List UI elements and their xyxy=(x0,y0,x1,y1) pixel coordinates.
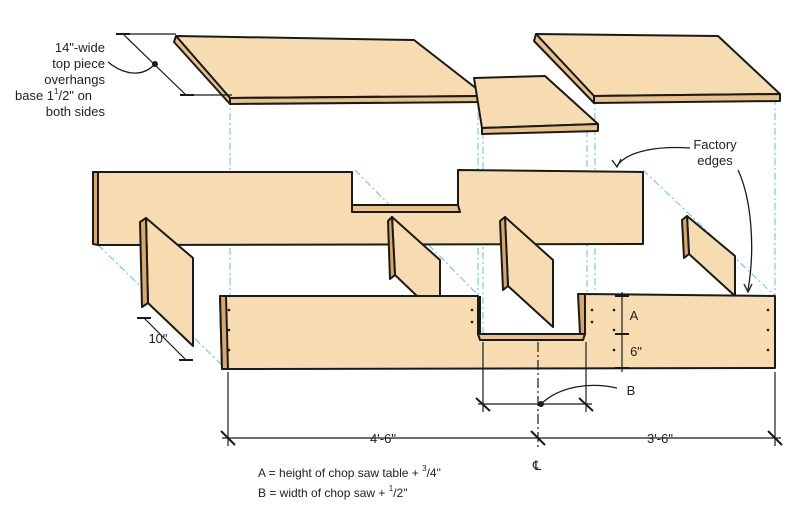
top-piece-middle xyxy=(473,75,599,135)
legend-b: B = width of chop saw + 1/2" xyxy=(258,484,407,500)
factory-edges-label-line2: edges xyxy=(697,153,733,168)
right-span-label: 3'-6" xyxy=(647,431,673,446)
overhang-note-line4-text: base 1 xyxy=(15,88,54,103)
legend-b-den: /2" xyxy=(393,486,407,500)
overhang-dimension xyxy=(107,33,232,96)
legend-a-text: A = height of chop saw table + xyxy=(258,466,422,480)
overhang-note-line3: overhangs xyxy=(44,72,105,87)
legend-b-text: B = width of chop saw + xyxy=(258,486,389,500)
legend-a-num: 3 xyxy=(422,464,427,473)
left-span-label: 4'-6" xyxy=(370,431,396,446)
overhang-note-line5: both sides xyxy=(46,104,106,119)
front-rail xyxy=(219,293,776,370)
ten-inch-dimension xyxy=(137,317,193,361)
legend-b-num: 1 xyxy=(389,484,394,493)
b-dimension xyxy=(475,342,618,412)
b-label: B xyxy=(627,383,636,398)
overhang-note-fraction-rest: /2" on xyxy=(59,88,93,103)
overhang-note-fraction-num: 1 xyxy=(54,87,59,96)
top-piece-right xyxy=(533,33,781,104)
factory-edges-leaders xyxy=(611,146,753,294)
legend-a-den: /4" xyxy=(427,466,441,480)
overhang-note-line1: 14"-wide xyxy=(55,40,105,55)
legend: A = height of chop saw table + 3/4" B = … xyxy=(258,464,441,500)
a-six-dimension xyxy=(615,292,629,372)
ten-inch-label: 10" xyxy=(148,331,167,346)
cross-pieces xyxy=(139,215,736,347)
legend-a: A = height of chop saw table + 3/4" xyxy=(258,464,441,480)
overall-dimensions xyxy=(220,372,783,446)
screw-dots xyxy=(227,308,770,352)
overhang-note-line4: base 11/2" on xyxy=(15,87,92,103)
overhang-note: 14"-wide top piece overhangs base 11/2" … xyxy=(15,40,105,119)
centerline-symbol: ℄ xyxy=(532,458,542,473)
a-label: A xyxy=(630,308,639,323)
top-piece-left xyxy=(173,35,487,105)
factory-edges-label-line1: Factory xyxy=(693,137,737,152)
six-inch-label: 6" xyxy=(630,344,642,359)
overhang-note-line2: top piece xyxy=(52,56,105,71)
back-rail xyxy=(92,169,644,246)
